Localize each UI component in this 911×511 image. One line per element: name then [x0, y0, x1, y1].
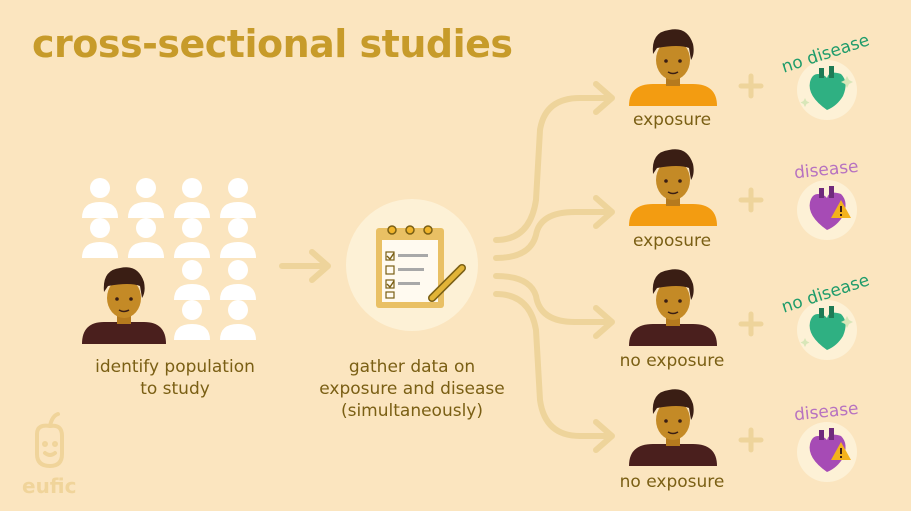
group-person-icon — [629, 269, 717, 346]
clipboard-icon — [346, 199, 478, 331]
exposure-label: exposure — [632, 110, 712, 130]
exposure-label: no exposure — [619, 351, 725, 371]
sick-heart-icon — [797, 422, 857, 482]
exposure-label: exposure — [632, 231, 712, 251]
shirt-icon — [629, 84, 717, 106]
group-person-icon — [629, 149, 717, 226]
eufic-logo-icon — [35, 412, 64, 469]
exposure-label: no exposure — [619, 472, 725, 492]
caption-line: (simultaneously) — [340, 401, 484, 421]
group-person-icon — [629, 29, 717, 106]
population-person-icon — [82, 267, 166, 344]
caption-line: identify population — [95, 357, 255, 377]
plus-icon — [738, 73, 764, 453]
healthy-heart-icon — [797, 60, 857, 120]
population-silhouettes — [82, 178, 256, 340]
page-title: cross-sectional studies — [32, 22, 513, 66]
caption-line: gather data on — [348, 357, 476, 377]
arrow-icon — [279, 249, 331, 283]
caption-line: to study — [140, 379, 210, 399]
healthy-heart-icon — [797, 300, 857, 360]
group-person-icon — [629, 389, 717, 466]
step-caption-data: gather data on exposure and disease (sim… — [312, 356, 512, 422]
sick-heart-icon — [797, 180, 857, 240]
branch-arrows — [493, 81, 615, 453]
brand-name: eufic — [22, 474, 77, 498]
step-caption-population: identify population to study — [80, 356, 270, 400]
caption-line: exposure and disease — [319, 379, 505, 399]
